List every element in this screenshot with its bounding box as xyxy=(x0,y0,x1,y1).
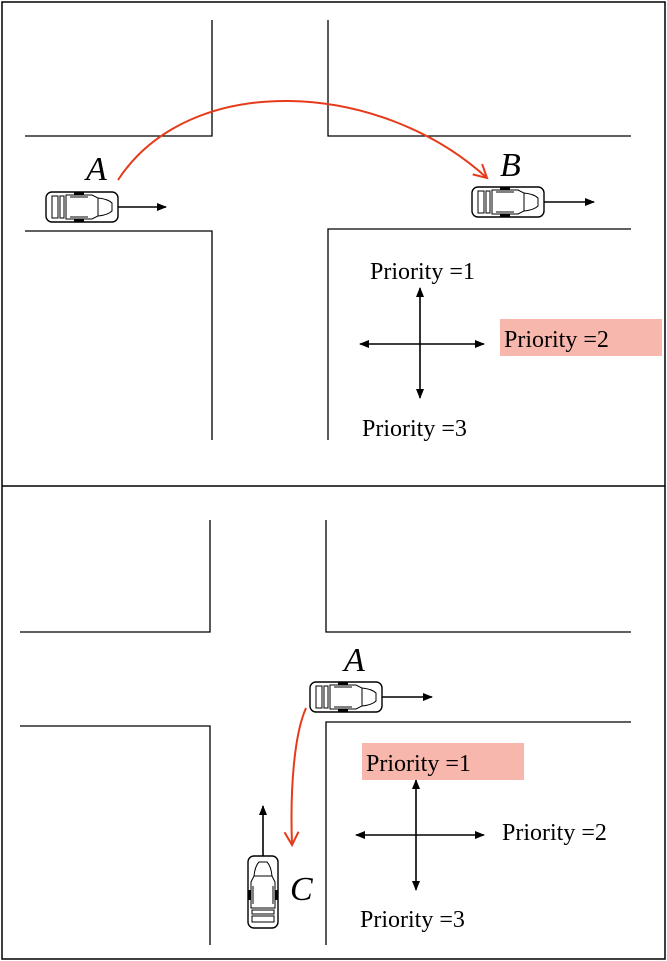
priority-label-south: Priority =3 xyxy=(362,416,467,442)
priority-label-south: Priority =3 xyxy=(360,907,465,933)
panel-1-roads xyxy=(25,20,631,440)
car-label-a: A xyxy=(342,642,365,679)
priority-label-east: Priority =2 xyxy=(504,327,609,353)
car-label-c: C xyxy=(290,871,313,908)
panel-1: A B Priority =1 Priority =2 Priority =3 xyxy=(25,20,662,442)
car-label-b: B xyxy=(500,147,521,184)
priority-label-east: Priority =2 xyxy=(502,820,607,846)
car-icon xyxy=(471,186,545,218)
car-icon xyxy=(247,855,279,929)
priority-label-north: Priority =1 xyxy=(370,259,475,285)
four-way-arrow-icon xyxy=(355,779,485,891)
car-label-a: A xyxy=(84,151,107,188)
priority-label-north: Priority =1 xyxy=(366,751,471,777)
car-icon xyxy=(45,191,119,223)
car-icon xyxy=(309,681,383,713)
route-arrow-icon xyxy=(292,707,307,845)
priority-highlight xyxy=(362,743,524,780)
panel-2: A C Priority =1 Priority =2 Priority =3 xyxy=(20,520,631,945)
four-way-arrow-icon xyxy=(359,287,485,399)
panel-2-roads xyxy=(20,520,631,945)
priority-highlight xyxy=(500,319,662,356)
route-arrow-icon xyxy=(117,100,487,181)
